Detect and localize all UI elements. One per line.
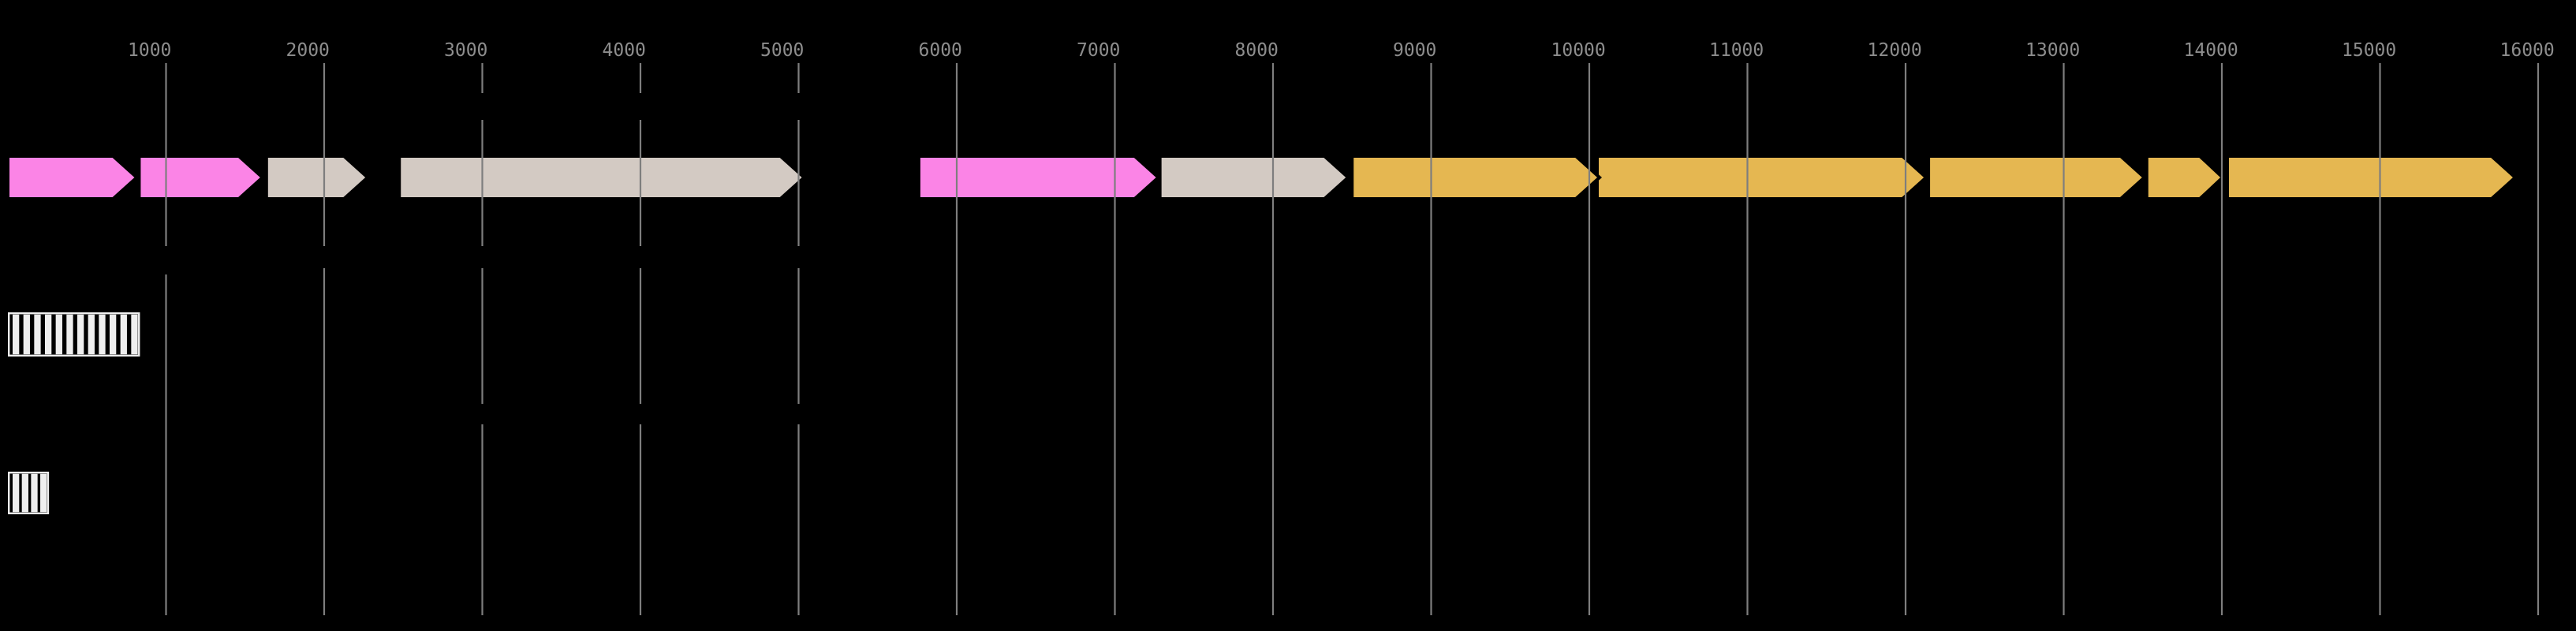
gene-arrow <box>917 155 1161 200</box>
tick-label: 13000 <box>2025 40 2080 61</box>
gene-arrow <box>2226 155 2518 200</box>
stripe-bar <box>66 314 73 355</box>
tick-label: 10000 <box>1551 40 1606 61</box>
stripe-bar <box>23 314 30 355</box>
tick-label: 9000 <box>1393 40 1436 61</box>
tick-label: 16000 <box>2500 40 2555 61</box>
tick-label: 4000 <box>603 40 646 61</box>
gene-arrow <box>264 155 371 200</box>
tick-label: 2000 <box>286 40 330 61</box>
tick-label: 7000 <box>1077 40 1120 61</box>
stripe-bar <box>99 314 106 355</box>
striped-feature-border <box>7 312 140 357</box>
stripe-bar <box>34 314 41 355</box>
stripe-bar <box>109 314 117 355</box>
stripe-bar <box>77 314 84 355</box>
stripe-bar <box>55 314 62 355</box>
tick-label: 15000 <box>2342 40 2396 61</box>
stripe-bar <box>120 314 127 355</box>
tick-label: 14000 <box>2184 40 2238 61</box>
stripe-bar <box>131 314 138 355</box>
gene-arrow <box>137 155 265 200</box>
stripe-bar <box>44 314 52 355</box>
tick-label: 12000 <box>1868 40 1922 61</box>
stripe-bar <box>13 473 20 513</box>
stripe-bar <box>88 314 95 355</box>
tick-label: 6000 <box>919 40 962 61</box>
tick-label: 3000 <box>444 40 487 61</box>
gene-arrow <box>1927 155 2147 200</box>
gene-arrow <box>1158 155 1351 200</box>
stripe-bar <box>13 314 20 355</box>
gene-arrow <box>6 155 140 200</box>
gene-arrow <box>1596 155 1929 200</box>
stripe-bar <box>31 473 38 513</box>
gene-arrow <box>398 155 807 200</box>
tick-label: 8000 <box>1235 40 1279 61</box>
stripe-bar <box>40 473 47 513</box>
stripe-bar <box>21 473 28 513</box>
gene-arrow <box>2145 155 2225 200</box>
gene-arrow <box>1350 155 1603 200</box>
tick-label: 5000 <box>760 40 804 61</box>
tick-label: 11000 <box>1709 40 1764 61</box>
tick-label: 1000 <box>128 40 171 61</box>
